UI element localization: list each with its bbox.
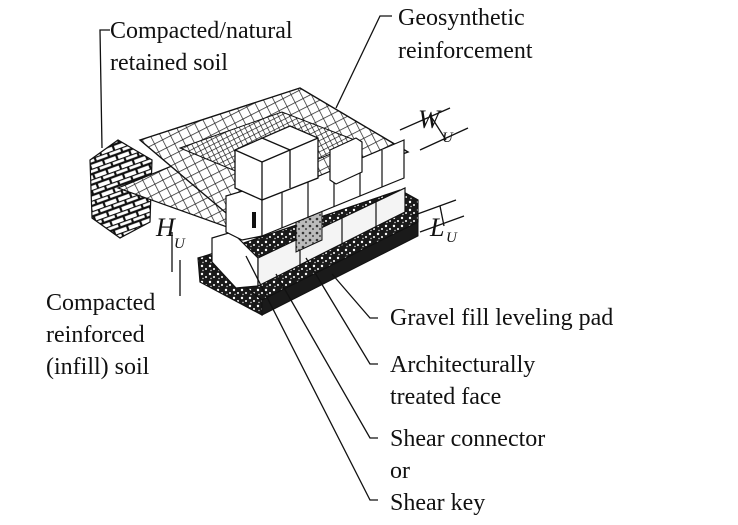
dimension-length-symbol: L [429,213,444,242]
label-retained-soil-line1: Compacted/natural [110,18,293,44]
dimension-width-symbol: W [418,105,442,134]
label-treated-face: Architecturally treated face [390,352,535,410]
label-treated-face-line2: treated face [390,384,501,410]
label-retained-soil-line2: retained soil [110,50,228,76]
label-reinforcement-line1: Geosynthetic [398,5,525,31]
dimension-height-subscript: U [174,236,186,252]
label-infill-soil-line1: Compacted [46,290,155,316]
label-reinforcement-line2: reinforcement [398,38,533,64]
label-infill-soil-line3: (infill) soil [46,354,150,380]
dimension-width: W U [418,105,454,146]
dimension-length-subscript: U [446,230,458,246]
label-shear-key: Shear key [390,490,485,516]
label-shear-connector-line1: Shear connector [390,426,545,452]
dimension-height-symbol: H [155,213,176,242]
leader-lines [99,15,469,501]
label-retained-soil: Compacted/natural retained soil [110,18,293,76]
label-shear-connector: Shear connector or [390,426,545,484]
label-infill-soil: Compacted reinforced (infill) soil [46,290,155,380]
dimension-height: H U [155,213,186,252]
label-shear-connector-line2: or [390,458,410,484]
label-reinforcement: Geosynthetic reinforcement [398,5,533,64]
dimension-length: L U [429,213,458,246]
label-infill-soil-line2: reinforced [46,322,145,348]
label-leveling-pad: Gravel fill leveling pad [390,305,613,331]
top-blocks [234,125,363,201]
dimension-width-subscript: U [442,130,454,146]
label-treated-face-line1: Architecturally [390,352,535,378]
